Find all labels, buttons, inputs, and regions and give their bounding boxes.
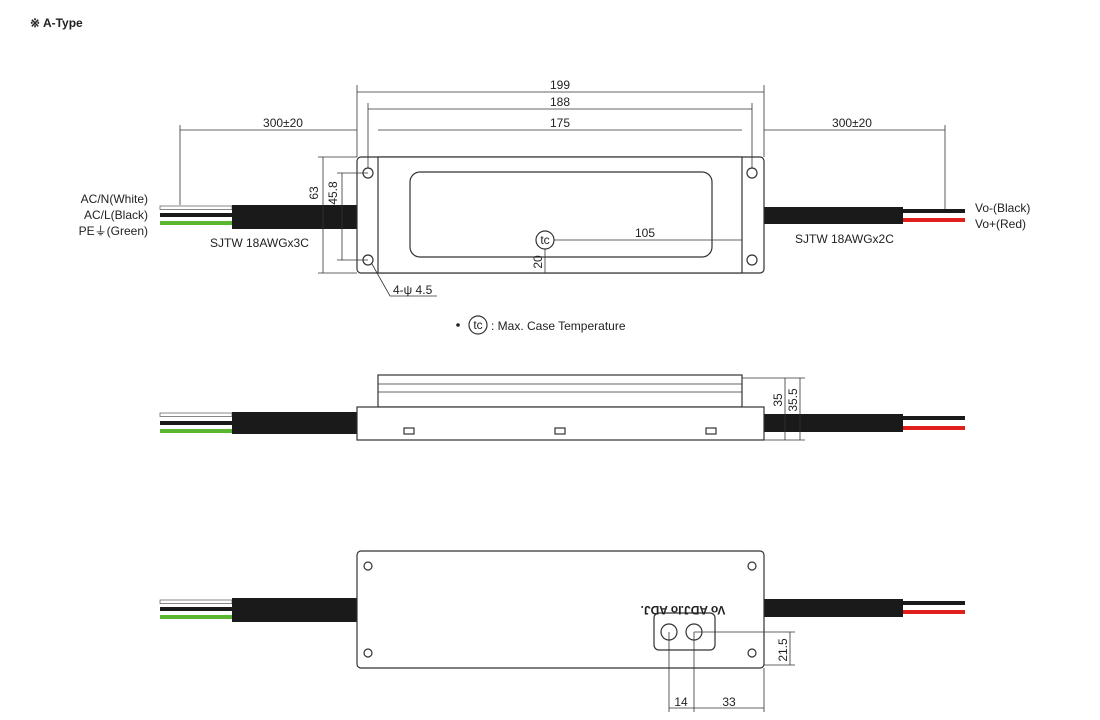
wire-black — [160, 213, 232, 217]
tc-legend-symbol — [468, 315, 488, 335]
label-vo-plus: Vo+(Red) — [975, 217, 1026, 231]
label-vo-minus: Vo-(Black) — [975, 201, 1030, 215]
output-cable — [764, 207, 903, 224]
wire-white — [159, 205, 233, 210]
label-acl: AC/L(Black) — [84, 208, 148, 222]
dim-105: 105 — [635, 226, 655, 240]
bullet-icon — [456, 323, 460, 327]
input-cable — [232, 205, 357, 229]
tc-note: : Max. Case Temperature — [491, 319, 626, 333]
top-view: 199 188 175 300±20 300±20 63 45.8 tc 105… — [79, 78, 1030, 335]
wire-vo-plus — [903, 218, 965, 222]
wire-green — [160, 221, 232, 225]
dim-cable-left: 300±20 — [263, 116, 303, 130]
dim-35: 35 — [771, 393, 785, 407]
label-window — [409, 171, 713, 258]
mount-hole — [746, 167, 758, 179]
wire-vo-minus — [903, 209, 965, 213]
io-adj-label: Io ADJ. — [641, 603, 682, 617]
bottom-view: Io ADJ. Vo ADJ. 21.5 14 33 — [159, 550, 965, 712]
dim-199: 199 — [550, 78, 570, 92]
dim-188: 188 — [550, 95, 570, 109]
dim-175: 175 — [550, 116, 570, 130]
dim-35-5: 35.5 — [786, 388, 800, 412]
tc-legend-text: tc — [473, 318, 482, 332]
dim-21-5: 21.5 — [776, 638, 790, 662]
dim-45-8: 45.8 — [326, 181, 340, 205]
side-view: 35 35.5 — [159, 374, 965, 441]
label-pe: PE⏚(Green) — [79, 224, 148, 238]
label-acn: AC/N(White) — [81, 192, 148, 206]
dim-14: 14 — [674, 695, 688, 709]
section-title: ※ A-Type — [30, 16, 83, 30]
hole-callout: 4-ψ 4.5 — [393, 283, 433, 297]
dim-cable-right: 300±20 — [832, 116, 872, 130]
dim-33: 33 — [722, 695, 736, 709]
output-cable-label: SJTW 18AWGx2C — [795, 232, 894, 246]
vo-adj-label: Vo ADJ. — [681, 603, 726, 617]
input-cable-label: SJTW 18AWGx3C — [210, 236, 309, 250]
mount-hole — [746, 254, 758, 266]
tc-symbol-text: tc — [540, 233, 549, 247]
dim-20: 20 — [531, 255, 545, 269]
dim-63: 63 — [307, 186, 321, 200]
